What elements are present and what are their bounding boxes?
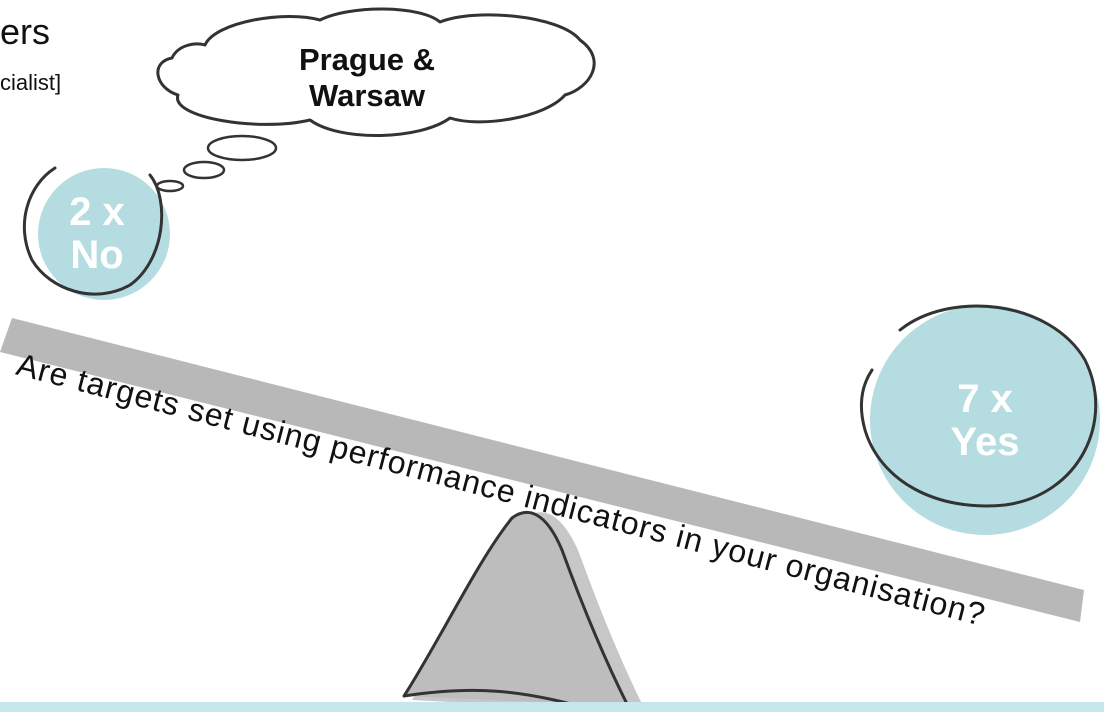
slide-subtitle-fragment: cialist] [0, 70, 62, 95]
no-count-line-1: 2 x [69, 190, 125, 234]
no-count-line-2: No [70, 232, 124, 277]
thought-dot-large [206, 134, 278, 162]
thought-cloud [156, 7, 596, 138]
cloud-text-line-2: Warsaw [308, 78, 425, 113]
yes-bubble-outline [859, 304, 1098, 508]
fulcrum-triangle [402, 511, 630, 708]
no-count-label: 2 x No [32, 191, 162, 277]
no-bubble-outline [22, 166, 164, 296]
thought-dot-medium [182, 160, 226, 180]
yes-count-label: 7 x Yes [905, 378, 1065, 464]
slide-title-fragment: ers [0, 11, 51, 52]
yes-count-line-1: 7 x [957, 377, 1013, 421]
seesaw-plank [0, 318, 1084, 622]
yes-count-line-2: Yes [950, 419, 1020, 464]
ground-strip [0, 702, 1104, 712]
cloud-text: Prague & Warsaw [272, 42, 462, 114]
cloud-text-line-1: Prague & [298, 42, 436, 77]
thought-dot-small [155, 179, 185, 193]
yes-bubble-fill [870, 305, 1100, 535]
no-bubble-fill [38, 168, 170, 300]
